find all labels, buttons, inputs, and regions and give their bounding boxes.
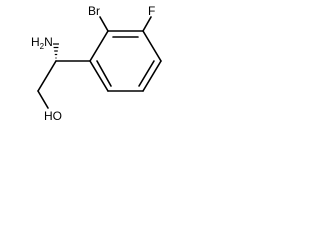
ring-bond-c4-c5 [142, 60, 162, 92]
hydroxyl-label: HO [44, 109, 62, 123]
ring-bond-c1-c2 [89, 30, 109, 62]
ring-double-bond-c4-c5 [138, 60, 155, 87]
bond-ring-to-fluorine [142, 16, 152, 32]
ring-bond-c3-c4 [142, 30, 162, 62]
hashed-wedge-bond-to-amine [53, 43, 59, 59]
ring-bond-c6-c1 [89, 60, 109, 92]
bond-chiral-carbon-to-ch2 [37, 60, 57, 92]
ring-double-bond-c6-c1 [96, 60, 112, 87]
bond-ring-to-bromine [99, 16, 109, 32]
bromine-label: Br [88, 4, 100, 18]
molecule-structure: H2N Br F HO [31, 4, 162, 123]
fluorine-label: F [148, 4, 155, 18]
bond-ch2-to-oxygen [37, 90, 49, 109]
amine-label: H2N [31, 35, 53, 51]
